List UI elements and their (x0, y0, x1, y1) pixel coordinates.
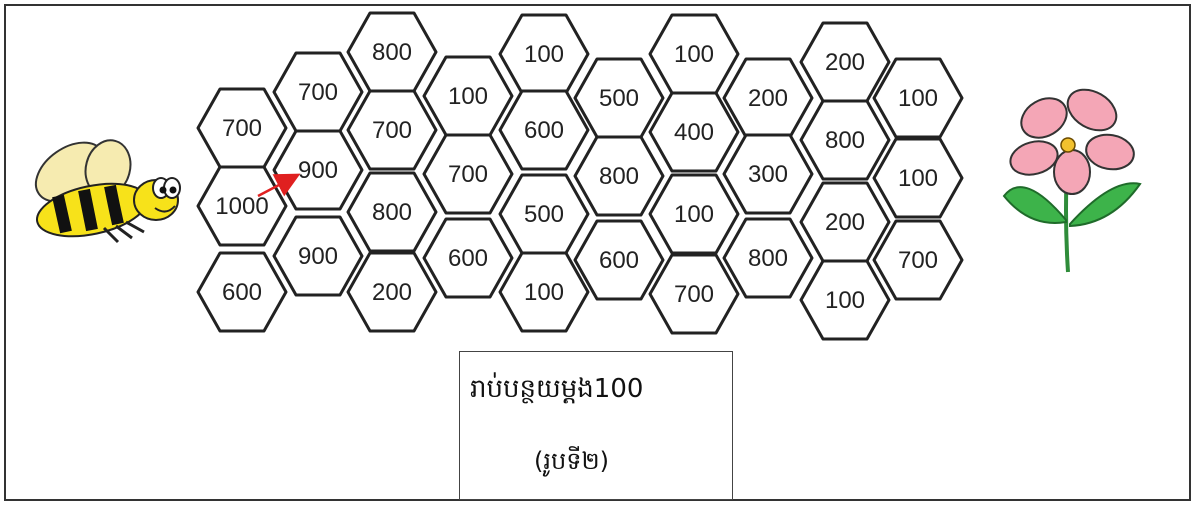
hex-cell: 800 (348, 13, 436, 91)
hex-value: 700 (222, 115, 262, 142)
hex-cell: 100 (650, 15, 738, 93)
hex-cell: 100 (650, 175, 738, 253)
hex-cell: 200 (724, 59, 812, 137)
hex-cell: 700 (874, 221, 962, 299)
hex-value: 400 (674, 119, 714, 146)
hex-value: 300 (748, 161, 788, 188)
hex-cell: 800 (575, 137, 663, 215)
hex-value: 700 (298, 79, 338, 106)
hex-value: 500 (524, 201, 564, 228)
hex-cell: 400 (650, 93, 738, 171)
hex-cell: 500 (575, 59, 663, 137)
hex-cell: 100 (801, 261, 889, 339)
hex-value: 900 (298, 243, 338, 270)
hex-value: 100 (524, 279, 564, 306)
hex-cell: 700 (348, 91, 436, 169)
hex-value: 100 (898, 85, 938, 112)
flower-illustration (1004, 81, 1140, 272)
hex-cell: 500 (500, 175, 588, 253)
hex-cell: 700 (424, 135, 512, 213)
bee-illustration (25, 131, 180, 246)
caption-subtitle: (រូបទី២) (534, 446, 609, 481)
hex-value: 700 (448, 161, 488, 188)
hex-cell: 200 (348, 253, 436, 331)
hex-cell: 700 (274, 53, 362, 131)
hex-cell: 1000 (198, 167, 286, 245)
hex-cell: 600 (500, 91, 588, 169)
hex-value: 100 (524, 41, 564, 68)
hex-value: 100 (898, 165, 938, 192)
hex-value: 100 (825, 287, 865, 314)
hex-value: 100 (674, 41, 714, 68)
hex-value: 1000 (215, 193, 268, 220)
caption-title: រាប់បន្ថយម្តង100 (470, 372, 724, 410)
hex-value: 100 (448, 83, 488, 110)
hex-value: 600 (222, 279, 262, 306)
hex-cell: 100 (874, 59, 962, 137)
hex-cell: 900 (274, 131, 362, 209)
hex-value: 200 (748, 85, 788, 112)
hex-cell: 100 (500, 253, 588, 331)
hex-value: 800 (825, 127, 865, 154)
hex-value: 700 (898, 247, 938, 274)
hex-value: 700 (674, 281, 714, 308)
hex-cell: 200 (801, 183, 889, 261)
hex-cell: 100 (424, 57, 512, 135)
caption-box: រាប់បន្ថយម្តង100 (រូបទី២) (459, 351, 733, 500)
hex-cell: 800 (724, 219, 812, 297)
hex-cell: 800 (801, 101, 889, 179)
hex-cell: 600 (575, 221, 663, 299)
hex-value: 200 (825, 209, 865, 236)
hex-value: 600 (448, 245, 488, 272)
hex-value: 500 (599, 85, 639, 112)
hex-value: 700 (372, 117, 412, 144)
hex-cell: 600 (424, 219, 512, 297)
hex-value: 800 (372, 39, 412, 66)
hex-value: 800 (372, 199, 412, 226)
hex-cell: 600 (198, 253, 286, 331)
hex-value: 900 (298, 157, 338, 184)
hex-value: 600 (524, 117, 564, 144)
hex-cell: 700 (650, 255, 738, 333)
hex-cell: 100 (874, 139, 962, 217)
hex-value: 800 (748, 245, 788, 272)
hex-value: 600 (599, 247, 639, 274)
hex-value: 100 (674, 201, 714, 228)
hex-cell: 900 (274, 217, 362, 295)
hex-cell: 700 (198, 89, 286, 167)
hex-grid: 700 1000 600 700 900 900 800 700 800 200 100 700 600… (198, 13, 962, 339)
hex-value: 200 (825, 49, 865, 76)
hex-cell: 200 (801, 23, 889, 101)
hex-cell: 100 (500, 15, 588, 93)
hex-value: 800 (599, 163, 639, 190)
hex-value: 200 (372, 279, 412, 306)
hex-cell: 300 (724, 135, 812, 213)
hex-cell: 800 (348, 173, 436, 251)
